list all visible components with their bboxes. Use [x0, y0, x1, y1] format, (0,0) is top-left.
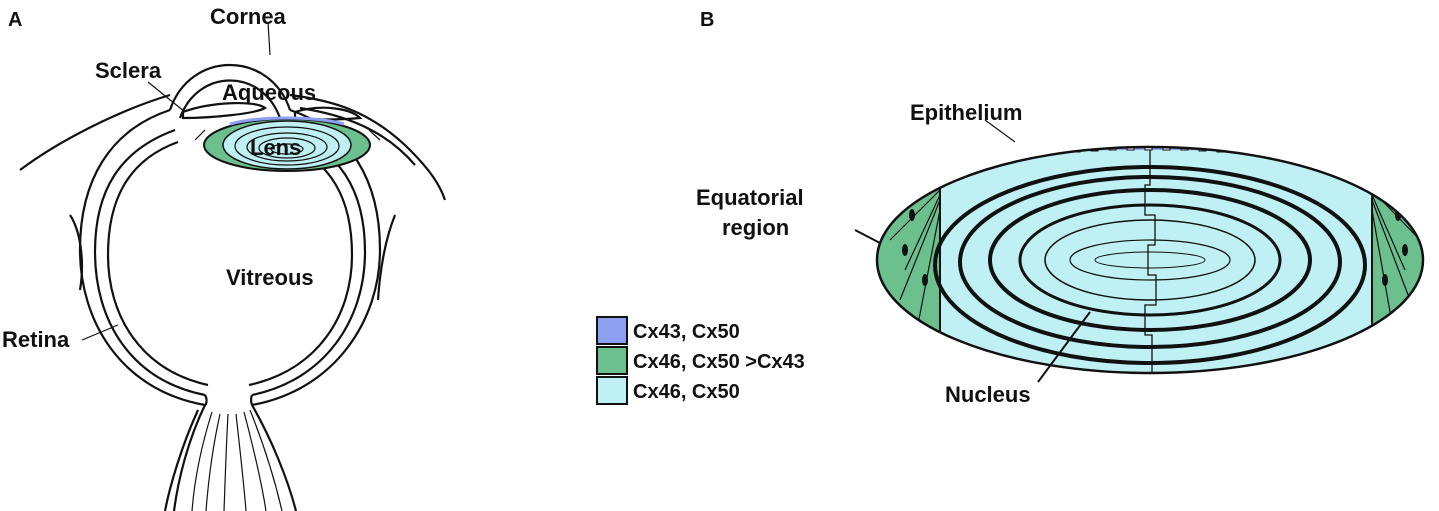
- label-sclera: Sclera: [95, 58, 162, 83]
- label-vitreous: Vitreous: [226, 265, 314, 290]
- optic-nerve: [163, 404, 298, 511]
- cornea-shape: [168, 64, 292, 111]
- legend-label-2: Cx46, Cx50: [633, 381, 740, 403]
- label-nucleus: Nucleus: [945, 382, 1031, 407]
- legend-swatch-2: [596, 376, 628, 405]
- eye-lens: [194, 116, 381, 172]
- legend: Cx43, Cx50 Cx46, Cx50 >Cx43 Cx46, Cx50: [596, 316, 805, 405]
- iris: [181, 101, 267, 120]
- label-epithelium: Epithelium: [910, 100, 1022, 125]
- panel-a-eye: A: [2, 4, 447, 511]
- legend-swatch-1: [596, 346, 628, 375]
- label-cornea: Cornea: [210, 4, 287, 29]
- legend-label-0: Cx43, Cx50: [633, 321, 740, 343]
- panel-b-letter: B: [700, 9, 714, 31]
- label-lens: Lens: [250, 135, 301, 160]
- label-retina: Retina: [2, 327, 70, 352]
- legend-swatch-0: [596, 316, 628, 345]
- label-equatorial-line1: Equatorial: [696, 185, 804, 210]
- label-aqueous: Aqueous: [222, 80, 316, 105]
- panel-a-letter: A: [8, 9, 22, 31]
- lens-outline: [875, 145, 1425, 375]
- label-equatorial-line2: region: [722, 215, 789, 240]
- legend-label-1: Cx46, Cx50 >Cx43: [633, 351, 805, 373]
- panel-b-lens: B: [696, 9, 1425, 407]
- equatorial-region-left: [877, 147, 940, 373]
